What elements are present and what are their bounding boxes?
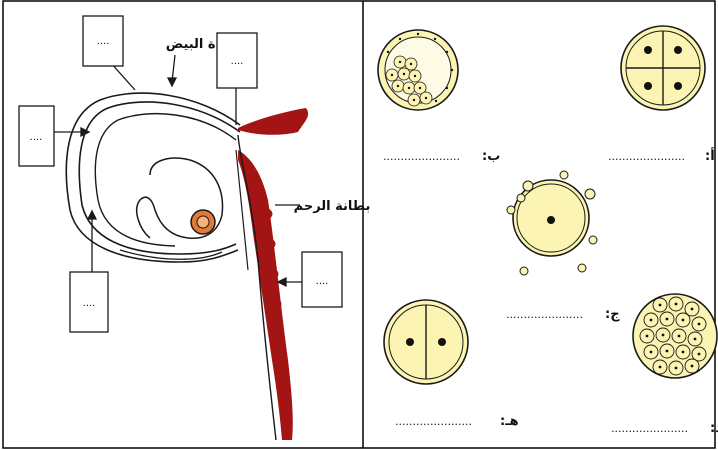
blank-box-bottom-left[interactable]: .... xyxy=(70,272,108,332)
blank-box-left[interactable]: .... xyxy=(19,106,54,166)
label-uterus-lining: بطانة الرحم xyxy=(294,199,371,214)
blank-box-top-right[interactable]: .... xyxy=(217,33,257,88)
oviduct-inner xyxy=(79,102,240,254)
cell-a-four-cell xyxy=(621,26,705,110)
blank-box-right[interactable]: .... xyxy=(302,252,342,307)
cell-e-two-cell xyxy=(384,300,468,384)
answer-c-letter: ج: xyxy=(605,307,620,322)
answer-a-blank[interactable]: ...................... xyxy=(608,150,685,163)
blank-box-top-left[interactable]: .... xyxy=(83,16,123,66)
answer-c-blank[interactable]: ...................... xyxy=(506,308,583,321)
answer-b[interactable]: ب: ...................... xyxy=(383,149,500,164)
svg-text:....: .... xyxy=(83,298,96,309)
answer-a-letter: أ: xyxy=(705,147,715,164)
zygote-nucleus xyxy=(197,216,209,228)
cell-b-blastocyst xyxy=(378,30,458,110)
endometrium-red xyxy=(238,150,293,440)
answer-d[interactable]: د: ...................... xyxy=(611,421,718,436)
answer-e-blank[interactable]: ...................... xyxy=(395,415,472,428)
reproductive-tract-diagram xyxy=(66,93,308,440)
answer-e-letter: هـ: xyxy=(500,414,519,429)
answer-d-blank[interactable]: ...................... xyxy=(611,422,688,435)
svg-text:....: .... xyxy=(97,36,110,47)
answer-b-letter: ب: xyxy=(482,149,500,164)
fimbriae-red xyxy=(238,108,308,135)
answer-d-letter: د: xyxy=(710,421,718,436)
answer-b-blank[interactable]: ...................... xyxy=(383,150,460,163)
answer-c[interactable]: ج: ...................... xyxy=(506,307,620,322)
svg-text:....: .... xyxy=(231,56,244,67)
answer-e[interactable]: هـ: ...................... xyxy=(395,414,519,429)
svg-text:....: .... xyxy=(30,132,43,143)
cell-d-morula xyxy=(633,294,717,378)
cell-c-ovum xyxy=(507,171,597,275)
answer-a[interactable]: أ: ...................... xyxy=(608,147,715,164)
svg-text:....: .... xyxy=(316,276,329,287)
